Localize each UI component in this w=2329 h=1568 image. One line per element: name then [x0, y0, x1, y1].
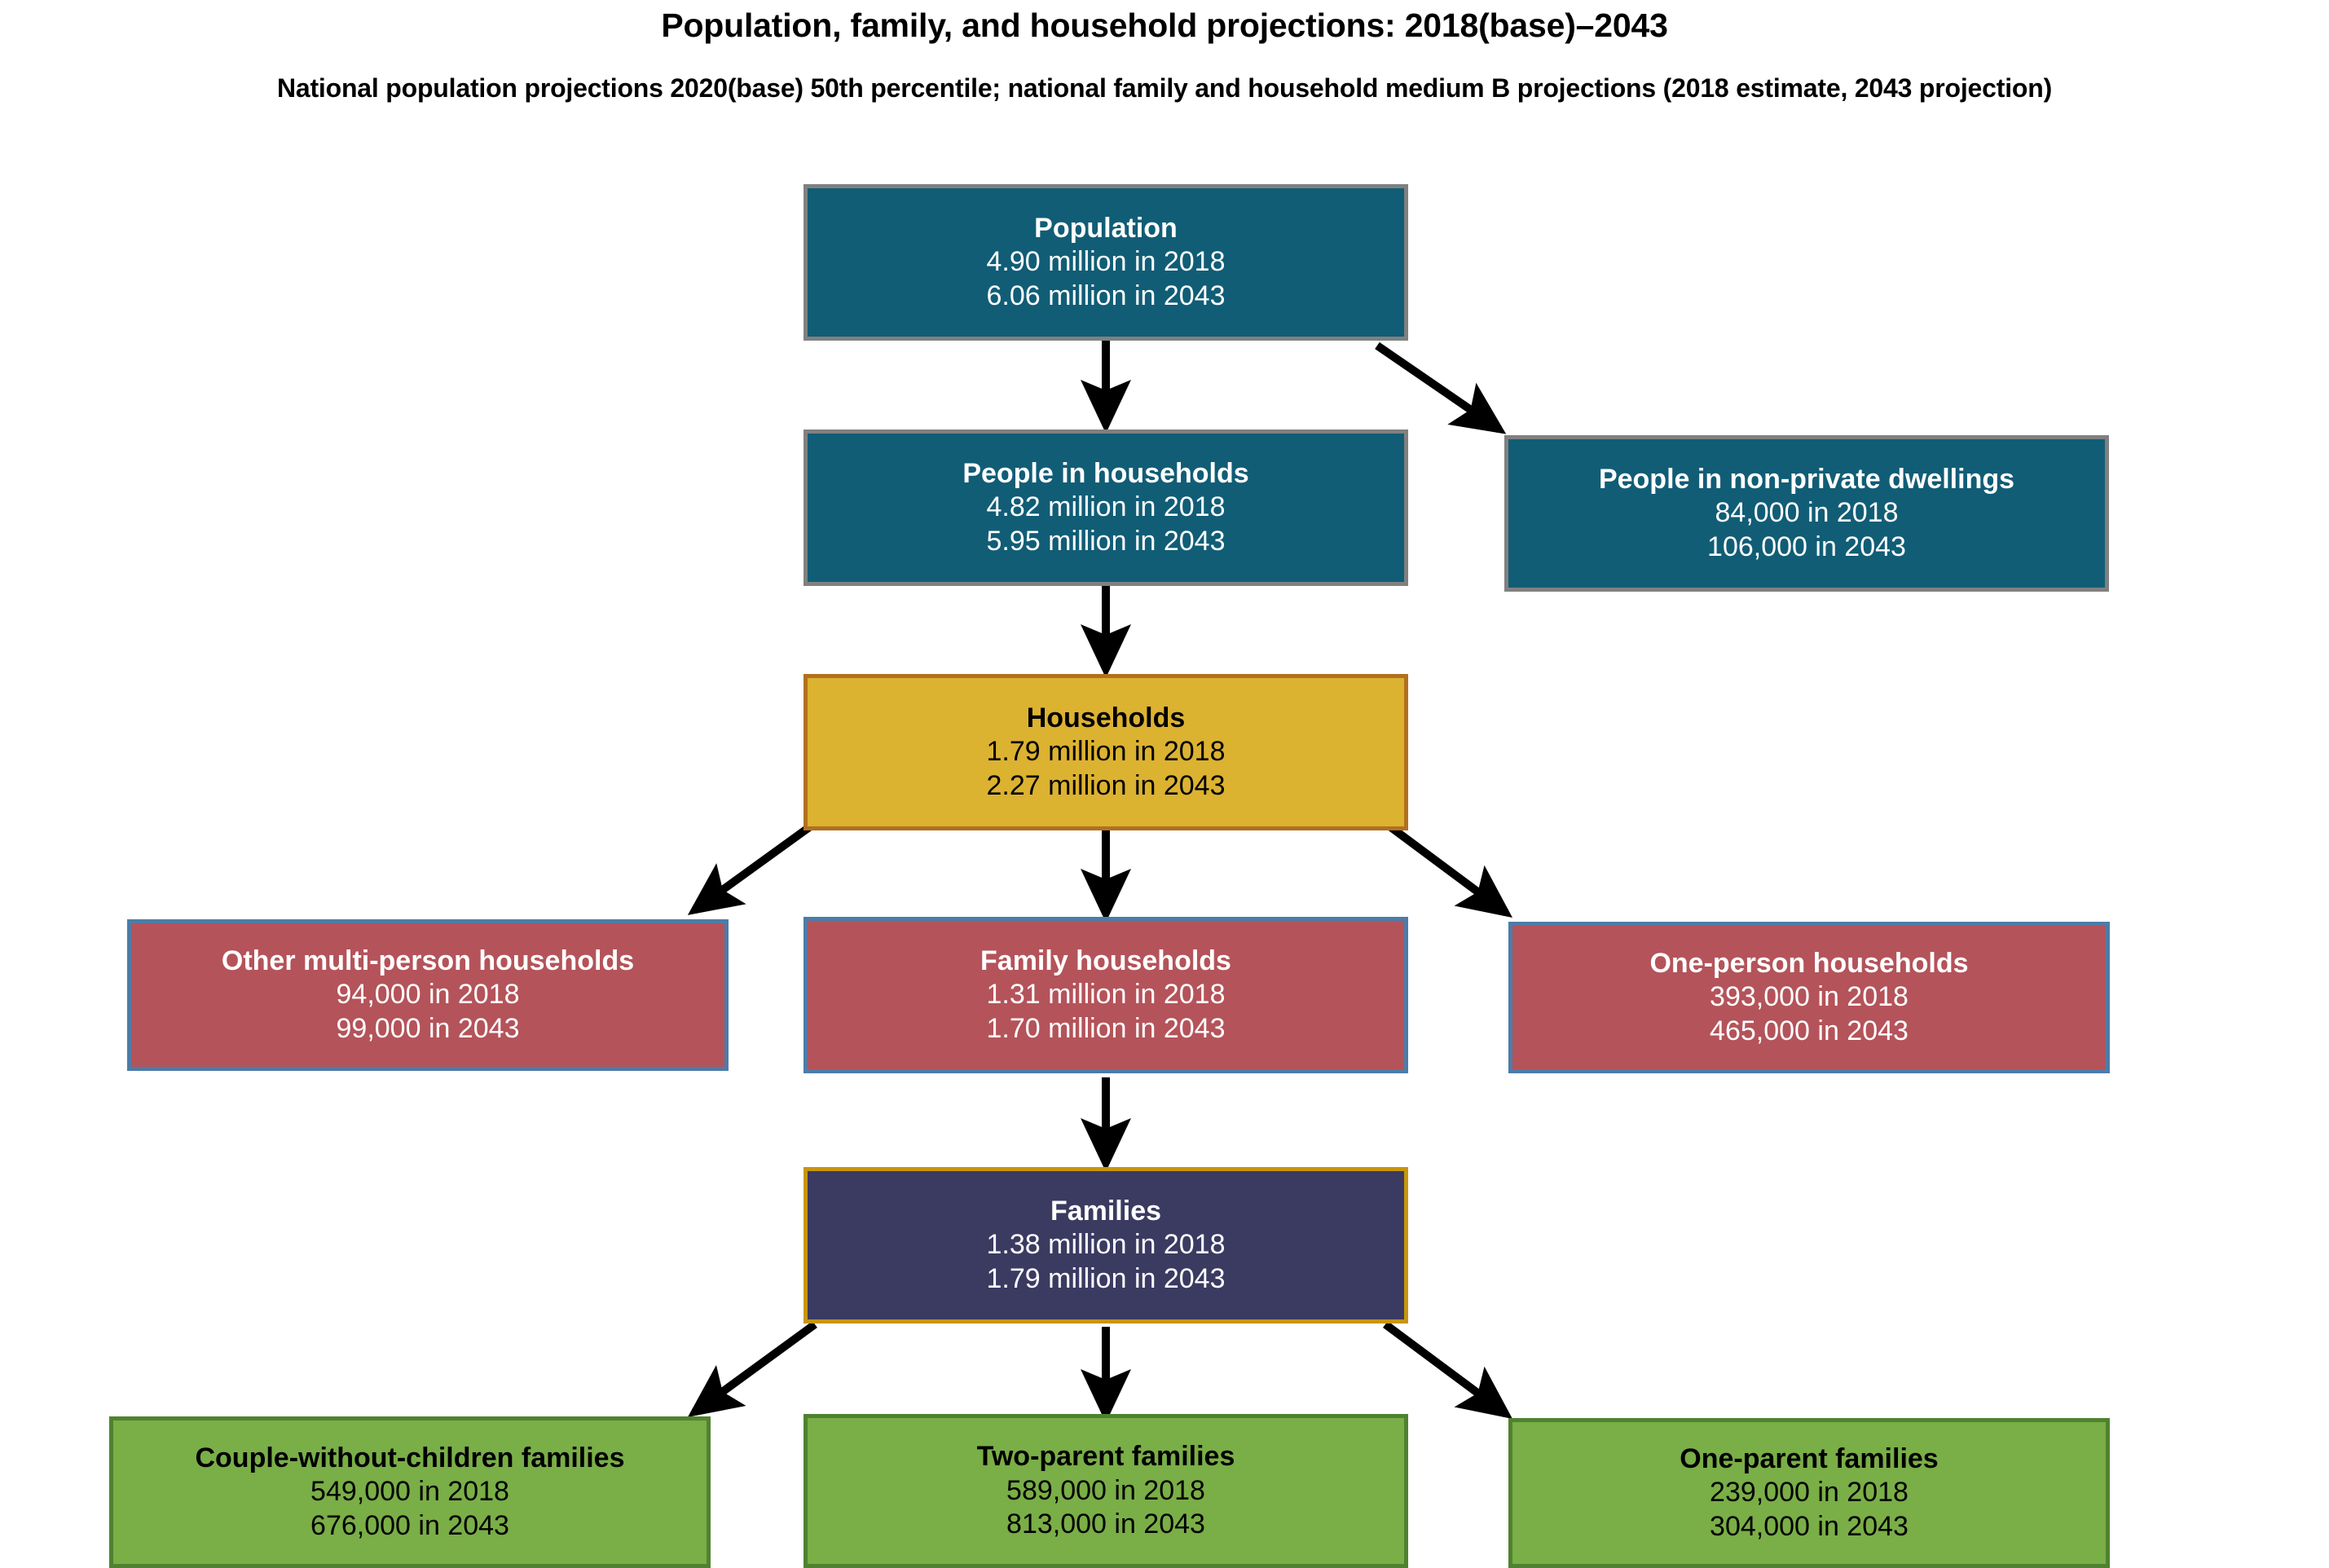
node-people-in-households-value-2043: 5.95 million in 2043 [986, 525, 1226, 557]
arrow-families-to-one-parent-families [1383, 1320, 1513, 1419]
arrow-households-to-one-person-households [1383, 819, 1513, 918]
node-one-person-households-value-2018: 393,000 in 2018 [1710, 981, 1909, 1013]
node-other-multi-person-households-value-2043: 99,000 in 2043 [336, 1012, 520, 1044]
node-families[interactable]: Families 1.38 million in 2018 1.79 milli… [803, 1167, 1408, 1324]
page-title: Population, family, and household projec… [661, 7, 1668, 44]
node-two-parent-families[interactable]: Two-parent families 589,000 in 2018 813,… [803, 1414, 1408, 1568]
node-population[interactable]: Population 4.90 million in 2018 6.06 mil… [803, 184, 1408, 341]
node-other-multi-person-households-label: Other multi-person households [221, 945, 635, 976]
node-households-value-2043: 2.27 million in 2043 [986, 769, 1226, 801]
node-couple-without-children-families-value-2018: 549,000 in 2018 [310, 1476, 509, 1508]
arrow-population-to-people-in-non-private-dwellings [1375, 341, 1507, 434]
arrow-households-to-other-multi-person-households [687, 819, 817, 915]
node-people-in-households-value-2018: 4.82 million in 2018 [986, 491, 1226, 523]
node-family-households-value-2043: 1.70 million in 2043 [986, 1012, 1226, 1044]
node-couple-without-children-families-label: Couple-without-children families [195, 1442, 625, 1473]
node-population-label: Population [1034, 212, 1178, 244]
node-other-multi-person-households[interactable]: Other multi-person households 94,000 in … [127, 919, 729, 1071]
node-family-households-label: Family households [980, 945, 1231, 976]
node-families-value-2018: 1.38 million in 2018 [986, 1229, 1226, 1261]
node-one-parent-families-label: One-parent families [1680, 1442, 1939, 1474]
node-one-person-households[interactable]: One-person households 393,000 in 2018 46… [1508, 922, 2110, 1073]
node-families-value-2043: 1.79 million in 2043 [986, 1262, 1226, 1294]
node-one-person-households-label: One-person households [1649, 947, 1969, 979]
arrow-families-to-couple-without-children-families [687, 1320, 817, 1417]
node-family-households-value-2018: 1.31 million in 2018 [986, 979, 1226, 1011]
node-people-in-households-label: People in households [962, 457, 1249, 489]
node-population-value-2043: 6.06 million in 2043 [986, 280, 1226, 311]
node-people-in-non-private-dwellings-value-2043: 106,000 in 2043 [1707, 531, 1906, 562]
node-two-parent-families-value-2043: 813,000 in 2043 [1006, 1509, 1205, 1540]
node-couple-without-children-families-value-2043: 676,000 in 2043 [310, 1509, 509, 1541]
node-two-parent-families-label: Two-parent families [976, 1441, 1235, 1473]
node-households-label: Households [1026, 702, 1186, 733]
node-one-parent-families-value-2018: 239,000 in 2018 [1710, 1477, 1909, 1509]
page-subtitle: National population projections 2020(bas… [276, 73, 2053, 103]
node-couple-without-children-families[interactable]: Couple-without-children families 549,000… [109, 1416, 711, 1568]
node-two-parent-families-value-2018: 589,000 in 2018 [1006, 1474, 1205, 1506]
node-people-in-households[interactable]: People in households 4.82 million in 201… [803, 429, 1408, 586]
node-people-in-non-private-dwellings[interactable]: People in non-private dwellings 84,000 i… [1504, 435, 2109, 592]
node-households[interactable]: Households 1.79 million in 2018 2.27 mil… [803, 674, 1408, 830]
node-population-value-2018: 4.90 million in 2018 [986, 246, 1226, 278]
node-one-parent-families[interactable]: One-parent families 239,000 in 2018 304,… [1508, 1418, 2110, 1568]
node-households-value-2018: 1.79 million in 2018 [986, 736, 1226, 768]
node-people-in-non-private-dwellings-label: People in non-private dwellings [1598, 463, 2015, 495]
node-families-label: Families [1050, 1195, 1162, 1227]
node-other-multi-person-households-value-2018: 94,000 in 2018 [336, 979, 520, 1011]
node-one-parent-families-value-2043: 304,000 in 2043 [1710, 1510, 1909, 1542]
node-people-in-non-private-dwellings-value-2018: 84,000 in 2018 [1715, 497, 1899, 529]
node-one-person-households-value-2043: 465,000 in 2043 [1710, 1015, 1909, 1046]
node-family-households[interactable]: Family households 1.31 million in 2018 1… [803, 917, 1408, 1073]
